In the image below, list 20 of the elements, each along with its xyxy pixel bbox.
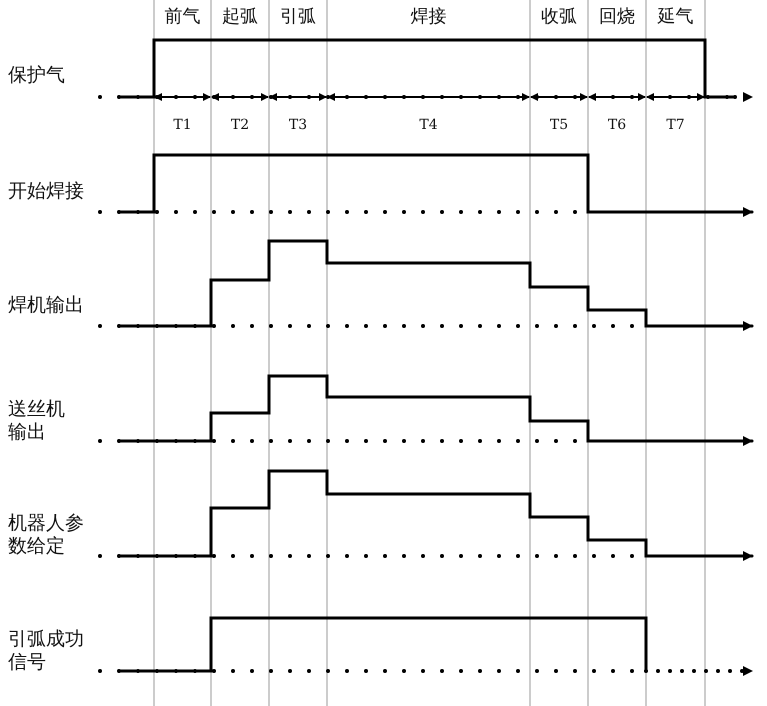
phase-label: 引弧	[279, 6, 317, 28]
period-label: T2	[230, 117, 250, 134]
signal-name: 焊机输出	[8, 294, 84, 317]
period-label: T6	[606, 117, 628, 134]
signal-name: 开始焊接	[8, 180, 84, 203]
phase-label: 焊接	[410, 6, 448, 28]
signal-name: 保护气	[8, 64, 65, 87]
phase-label: 收弧	[540, 6, 578, 28]
period-label: T1	[172, 117, 193, 134]
period-label: T5	[548, 117, 570, 134]
phase-label: 回烧	[598, 6, 636, 28]
signal-name: 机器人参数给定	[8, 512, 85, 558]
phase-label: 延气	[656, 6, 694, 28]
period-label: T3	[288, 117, 308, 134]
phase-label: 起弧	[221, 6, 259, 28]
signal-name: 引弧成功信号	[8, 628, 85, 674]
period-label: T7	[665, 117, 686, 134]
phase-label: 前气	[164, 6, 202, 28]
signal-name: 送丝机输出	[8, 398, 66, 444]
period-label: T4	[418, 117, 439, 134]
